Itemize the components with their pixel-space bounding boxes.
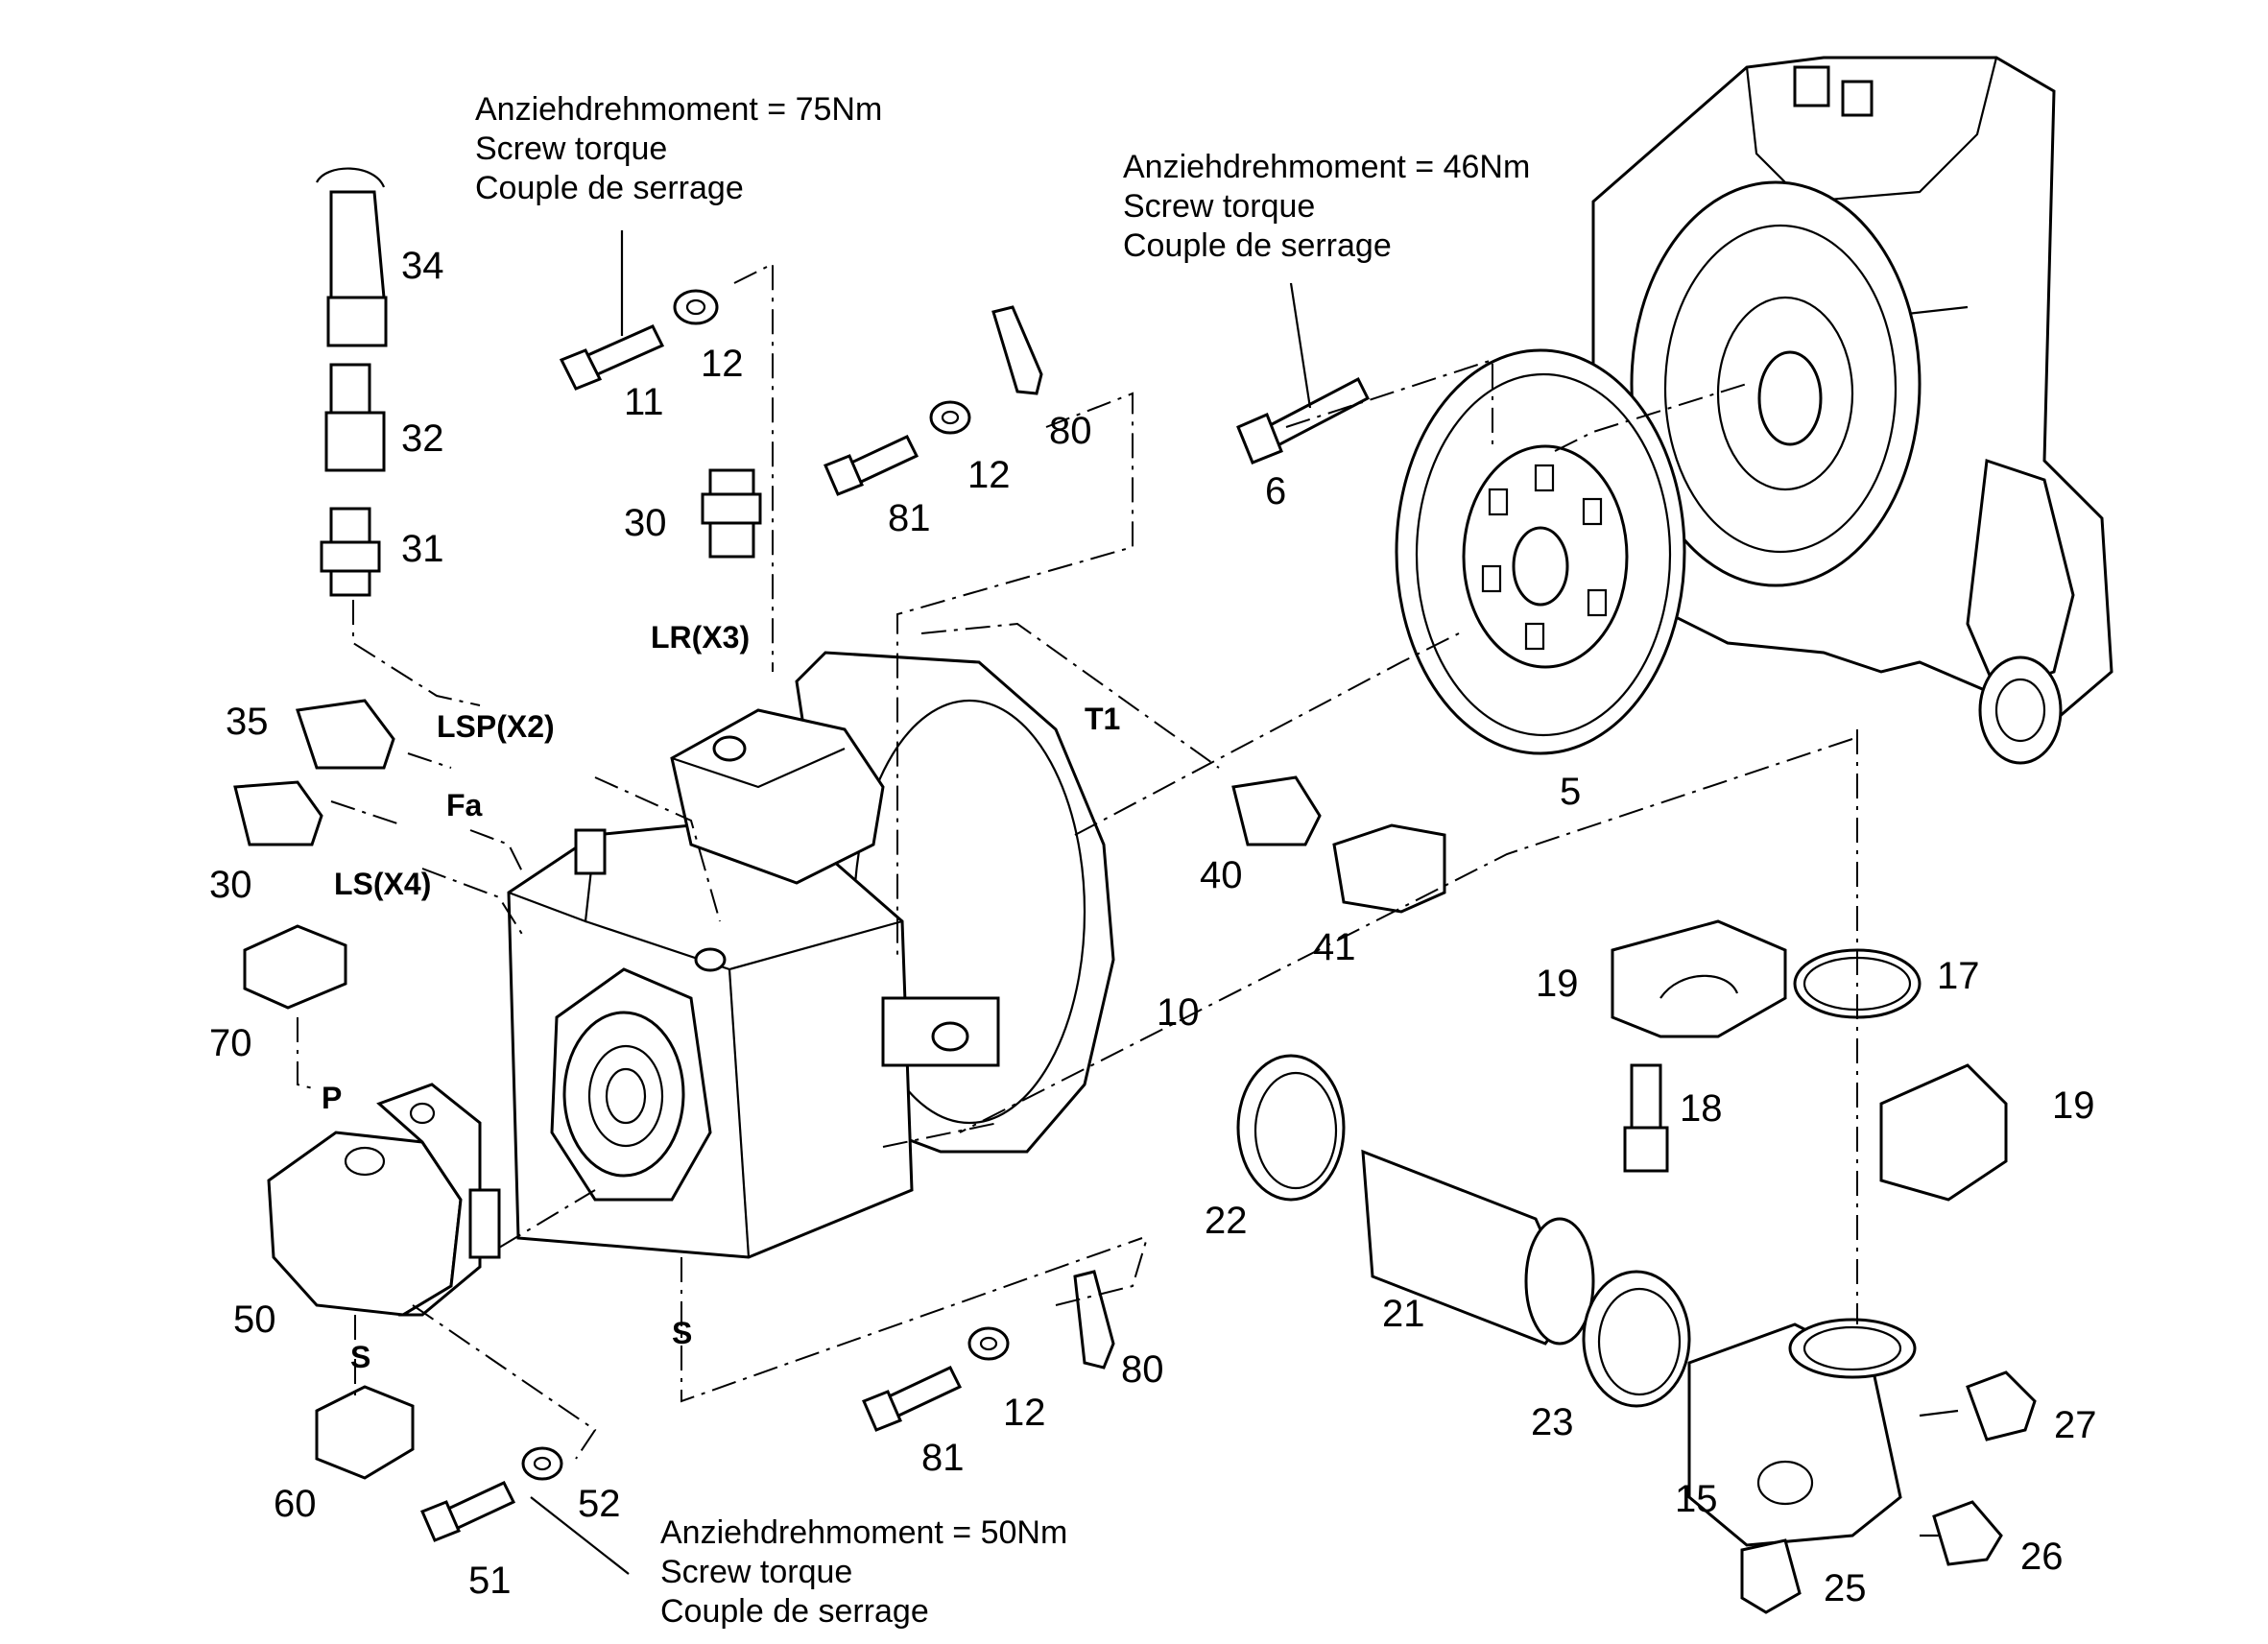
hose-clamp-23 (1582, 1270, 1691, 1408)
port-label: S (350, 1340, 370, 1374)
port-label: LS(X4) (334, 867, 431, 901)
flange-half-19-bottom (1879, 1063, 2008, 1202)
port-label: S (672, 1316, 692, 1350)
part-number: 80 (1121, 1348, 1164, 1391)
part-number: 31 (401, 528, 444, 570)
torque-note-line: Anziehdrehmoment = 75Nm (475, 91, 882, 128)
bolt-6 (1236, 376, 1370, 465)
torque-note-line: Anziehdrehmoment = 46Nm (1123, 149, 1530, 185)
torque-note-line: Couple de serrage (660, 1593, 929, 1630)
plug-27 (1966, 1370, 2037, 1441)
part-number: 6 (1265, 470, 1286, 512)
port-label: Fa (446, 788, 483, 822)
part-number: 50 (233, 1299, 276, 1341)
straight-fitting (320, 507, 381, 597)
elbow-41 (1332, 823, 1446, 914)
washer-12-mid (929, 400, 971, 435)
bolt-81-top (824, 435, 919, 496)
part-number: 35 (226, 701, 269, 743)
part-number: 25 (1824, 1567, 1867, 1609)
torque-note-46nm: Anziehdrehmoment = 46Nm Screw torque Cou… (1123, 149, 1530, 264)
fitting-60 (315, 1385, 415, 1480)
part-number: 19 (2052, 1084, 2095, 1127)
torque-note-75nm: Anziehdrehmoment = 75Nm Screw torque Cou… (475, 91, 882, 206)
port-label: LR(X3) (651, 620, 750, 655)
part-number: 26 (2020, 1536, 2064, 1578)
part-number: 80 (1049, 410, 1092, 452)
tee-fitting (324, 363, 386, 472)
bracket-80-top (991, 305, 1043, 395)
part-number: 52 (578, 1483, 621, 1525)
part-number: 81 (888, 497, 931, 539)
part-number: 18 (1680, 1087, 1723, 1130)
main-pump (507, 651, 1115, 1259)
port-label: P (322, 1081, 342, 1115)
fitting-30-top (701, 468, 762, 559)
fitting-35 (296, 699, 395, 770)
part-number: 30 (624, 502, 667, 544)
hose-clamp-22 (1236, 1054, 1346, 1202)
bracket-80-bottom (1073, 1270, 1115, 1370)
part-number: 15 (1675, 1478, 1718, 1520)
part-number: 19 (1536, 963, 1579, 1005)
torque-note-line: Couple de serrage (475, 170, 744, 206)
part-number: 22 (1205, 1200, 1248, 1242)
part-numbers: 34 32 31 35 30 70 50 60 51 52 11 12 30 8… (209, 245, 2097, 1609)
part-number: 27 (2054, 1404, 2097, 1446)
flex-disc (1395, 348, 1686, 755)
part-number: 12 (701, 343, 744, 385)
bolt-11 (559, 324, 665, 391)
part-number: 81 (921, 1437, 965, 1479)
torque-note-line: Couple de serrage (1123, 227, 1392, 264)
torque-note-line: Screw torque (1123, 188, 1315, 225)
fitting-70 (243, 924, 347, 1010)
part-number: 10 (1157, 991, 1200, 1034)
port-labels: LR(X3) LSP(X2) T1 Fa LS(X4) P S S (322, 620, 1120, 1374)
part-number: 12 (967, 454, 1011, 496)
plug-26 (1932, 1500, 2003, 1566)
screw-18 (1623, 1063, 1669, 1173)
washer-52 (521, 1446, 563, 1481)
part-number: 70 (209, 1022, 252, 1064)
suction-elbow-15 (1687, 1318, 1917, 1547)
part-number: 21 (1382, 1293, 1425, 1335)
part-number: 60 (274, 1483, 317, 1525)
assembly-lines (297, 262, 1858, 1460)
part-number: 5 (1560, 771, 1581, 813)
gear-pump (267, 1083, 501, 1317)
bolt-81-bottom (862, 1366, 963, 1432)
hose-21 (1361, 1149, 1595, 1346)
washer-12-bottom (967, 1326, 1010, 1361)
part-number: 40 (1200, 854, 1243, 896)
washer-12-top (673, 289, 719, 325)
port-label: T1 (1085, 702, 1120, 736)
part-number: 34 (401, 245, 444, 287)
part-number: 12 (1003, 1392, 1046, 1434)
engine-housing (1591, 56, 2113, 765)
dust-cap-fitting (316, 167, 388, 347)
part-number: 51 (468, 1560, 512, 1602)
flange-half-19-top (1611, 919, 1787, 1038)
leader-lines (530, 230, 1959, 1575)
part-number: 32 (401, 417, 444, 460)
part-number: 11 (624, 381, 664, 423)
port-label: LSP(X2) (437, 709, 555, 744)
part-number: 17 (1937, 955, 1980, 997)
fitting-30-left (233, 780, 323, 846)
part-number: 41 (1313, 926, 1356, 968)
torque-note-50nm: Anziehdrehmoment = 50Nm Screw torque Cou… (660, 1514, 1067, 1630)
fitting-40 (1231, 775, 1322, 846)
part-number: 23 (1531, 1401, 1574, 1443)
torque-note-line: Anziehdrehmoment = 50Nm (660, 1514, 1067, 1551)
bolt-51 (420, 1481, 516, 1542)
fitting-25 (1740, 1538, 1802, 1614)
torque-note-line: Screw torque (475, 131, 667, 167)
torque-note-line: Screw torque (660, 1554, 852, 1590)
part-number: 30 (209, 864, 252, 906)
